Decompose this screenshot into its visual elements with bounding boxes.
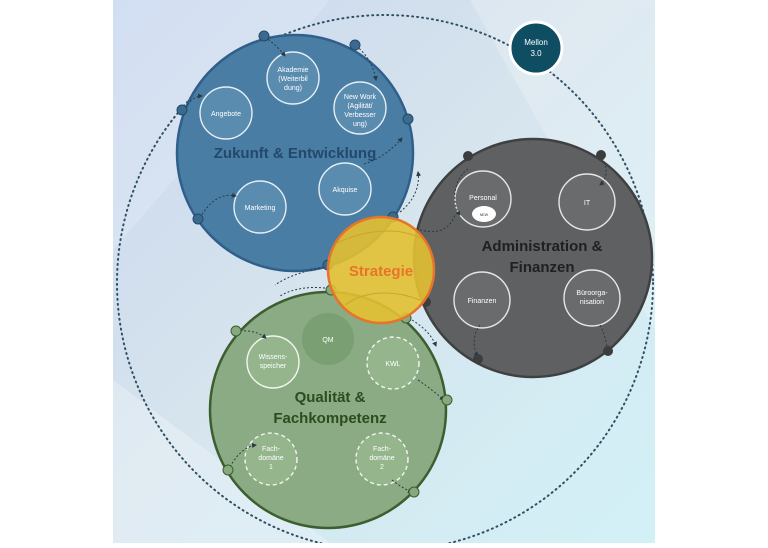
item-bueroorganisation[interactable]: Büroorga- nisation (563, 269, 621, 327)
item-fach2-label-1: Fach- (373, 446, 392, 453)
item-qm-label: QM (322, 337, 333, 344)
connector-dot (230, 325, 242, 337)
link-strategie-admin (419, 214, 456, 233)
item-fach2-label-3: 2 (380, 464, 384, 471)
connector-dot (441, 394, 453, 406)
connector-dot (402, 113, 414, 125)
item-finanzen[interactable]: Finanzen (453, 271, 511, 329)
item-it-label: IT (584, 200, 591, 207)
circle-qualitaet-fachkompetenz: Qualität & Fachkompetenz QM Wissens- spe… (208, 284, 453, 530)
item-fach2-label-2: domäne (369, 455, 394, 462)
admin-title-line2: Finanzen (509, 259, 574, 276)
connector-dot (473, 354, 483, 364)
connector-dot (222, 464, 234, 476)
item-wissen-label-1: Wissens- (259, 354, 288, 361)
item-finanzen-label: Finanzen (468, 298, 497, 305)
circle-strategie[interactable]: Strategie (326, 215, 436, 325)
item-it[interactable]: IT (558, 173, 616, 231)
connector-dot (596, 150, 606, 160)
connector-dot (408, 486, 420, 498)
circle-administration-finanzen: Administration & Finanzen Personal NEW I… (412, 137, 654, 379)
item-kwl[interactable]: KWL (366, 336, 420, 390)
item-angebote[interactable]: Angebote (199, 86, 253, 140)
connector-dot (349, 39, 361, 51)
item-new-work[interactable]: New Work (Agilität/ Verbesser ung) (333, 81, 387, 135)
mellon-version: 3.0 (530, 49, 542, 58)
item-akademie-label-1: Akademie (277, 67, 308, 74)
item-kwl-label: KWL (385, 361, 400, 368)
item-fachdomaene-1[interactable]: Fach- domäne 1 (244, 432, 298, 486)
admin-circle-shape (412, 137, 654, 379)
item-wissensspeicher[interactable]: Wissens- speicher (246, 335, 300, 389)
connector-dot (192, 213, 204, 225)
item-fach1-label-2: domäne (258, 455, 283, 462)
item-personal-label: Personal (469, 195, 497, 202)
qualitaet-title-line1: Qualität & (295, 389, 366, 406)
connector-dot (463, 151, 473, 161)
personal-sub-badge (472, 206, 496, 222)
qualitaet-title-line2: Fachkompetenz (273, 410, 386, 427)
link-zukunft-admin (399, 171, 422, 213)
admin-title-line1: Administration & (482, 238, 603, 255)
outer-dotted-ring (116, 14, 654, 548)
item-fach1-label-3: 1 (269, 464, 273, 471)
item-marketing[interactable]: Marketing (233, 180, 287, 234)
personal-sub-label: NEW (480, 213, 489, 217)
mellon-badge: Mellon 3.0 (508, 20, 564, 76)
circle-zukunft-entwicklung: Zukunft & Entwicklung Akademie (Weiterbi… (175, 30, 415, 273)
link-qualitaet-admin (411, 319, 437, 347)
item-fach1-label-1: Fach- (262, 446, 281, 453)
item-personal[interactable]: Personal NEW (454, 170, 512, 228)
item-newwork-label-1: New Work (344, 94, 377, 101)
item-akquise-label: Akquise (333, 187, 358, 194)
zukunft-title: Zukunft & Entwicklung (214, 145, 377, 162)
mellon-label: Mellon (524, 38, 548, 47)
item-angebote-label: Angebote (211, 111, 241, 118)
item-newwork-label-2: (Agilität/ (347, 103, 372, 110)
item-akademie-label-2: (Weiterbil (278, 76, 308, 83)
item-fachdomaene-2[interactable]: Fach- domäne 2 (355, 432, 409, 486)
item-newwork-label-4: ung) (353, 121, 367, 128)
item-marketing-label: Marketing (245, 205, 276, 212)
item-buero-label-2: nisation (580, 299, 604, 306)
item-newwork-label-3: Verbesser (344, 112, 376, 119)
connector-dot (603, 346, 613, 356)
link-strategie-qualitaet (279, 287, 326, 297)
item-akademie[interactable]: Akademie (Weiterbil dung) (266, 51, 320, 105)
link-zukunft-qualitaet (274, 267, 321, 286)
item-akademie-label-3: dung) (284, 85, 302, 92)
item-buero-label-1: Büroorga- (576, 290, 608, 297)
connector-dot (258, 30, 270, 42)
item-qm[interactable]: QM (302, 313, 354, 365)
strategie-title: Strategie (349, 263, 413, 280)
item-wissen-label-2: speicher (260, 363, 287, 370)
item-akquise[interactable]: Akquise (318, 162, 372, 216)
connector-dot (176, 104, 188, 116)
strategie-circle-shape (326, 215, 436, 325)
